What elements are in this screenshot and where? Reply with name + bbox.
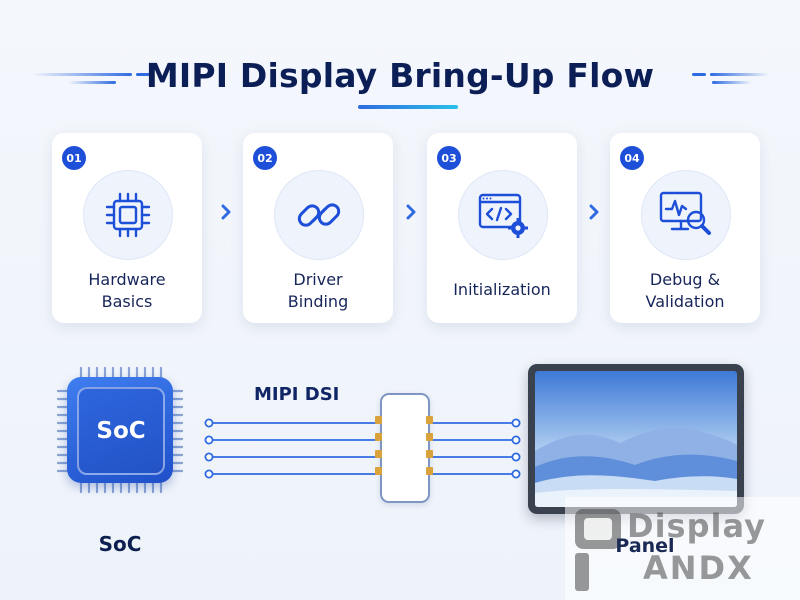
- panel-caption: Panel: [615, 535, 675, 557]
- icon-circle: [83, 170, 173, 260]
- title-deco-right-dash: [692, 73, 706, 76]
- chevron-right-icon: [221, 204, 231, 220]
- step-number-badge: 01: [62, 146, 86, 170]
- title-deco-left-short: [68, 81, 116, 84]
- code-gear-window-icon: [478, 193, 528, 238]
- page-title: MIPI Display Bring-Up Flow: [145, 56, 655, 95]
- connector-pin: [375, 433, 382, 441]
- title-deco-left-dash: [136, 73, 150, 76]
- soc-chip-label: SoC: [77, 387, 165, 475]
- chip-icon: [105, 192, 151, 238]
- display-panel: [528, 364, 744, 514]
- connector-pin: [426, 467, 433, 475]
- connector-pin: [375, 450, 382, 458]
- step-label: Driver Binding: [287, 270, 349, 311]
- link-icon: [297, 203, 341, 227]
- step-number-badge: 04: [620, 146, 644, 170]
- watermark-text-line2: ANDX: [643, 549, 754, 587]
- title-deco-right-short: [712, 81, 752, 84]
- icon-circle: [274, 170, 364, 260]
- step-number-badge: 03: [437, 146, 461, 170]
- step-label: Hardware Basics: [88, 270, 166, 311]
- soc-caption: SoC: [98, 532, 142, 556]
- step-label: Initialization: [453, 280, 551, 299]
- title-deco-right-long: [710, 73, 770, 76]
- step-card-hardware-basics: 01 Hardware Basics: [52, 133, 202, 323]
- icon-circle: [458, 170, 548, 260]
- connector-pin: [426, 450, 433, 458]
- watermark: Display ANDX: [565, 497, 800, 600]
- title-area: MIPI Display Bring-Up Flow: [0, 50, 800, 120]
- step-label: Debug & Validation: [645, 270, 725, 311]
- chevron-right-icon: [406, 204, 416, 220]
- bus-label: MIPI DSI: [254, 384, 340, 405]
- landscape-wallpaper: [535, 371, 737, 507]
- soc-chip: SoC: [55, 365, 185, 495]
- panel-screen: [535, 371, 737, 507]
- watermark-logo-icon: [575, 509, 621, 591]
- step-card-debug-validation: 04 Debug & Validation: [610, 133, 760, 323]
- soc-chip-pins: [56, 366, 184, 494]
- step-card-driver-binding: 02 Driver Binding: [243, 133, 393, 323]
- watermark-text-line1: Display: [627, 507, 766, 545]
- monitor-magnifier-icon: [659, 191, 711, 235]
- step-number-badge: 02: [253, 146, 277, 170]
- icon-circle: [641, 170, 731, 260]
- connector-pin: [426, 433, 433, 441]
- connector-pin: [375, 467, 382, 475]
- connector-pin: [375, 416, 382, 424]
- fpc-connector: [375, 393, 433, 503]
- connector-pin: [426, 416, 433, 424]
- title-deco-left-long: [32, 73, 132, 76]
- soc-chip-body: SoC: [67, 377, 173, 483]
- step-card-initialization: 03 Initialization: [427, 133, 577, 323]
- title-underline: [358, 105, 458, 109]
- chevron-right-icon: [589, 204, 599, 220]
- mipi-dsi-bus-lines: [204, 418, 521, 479]
